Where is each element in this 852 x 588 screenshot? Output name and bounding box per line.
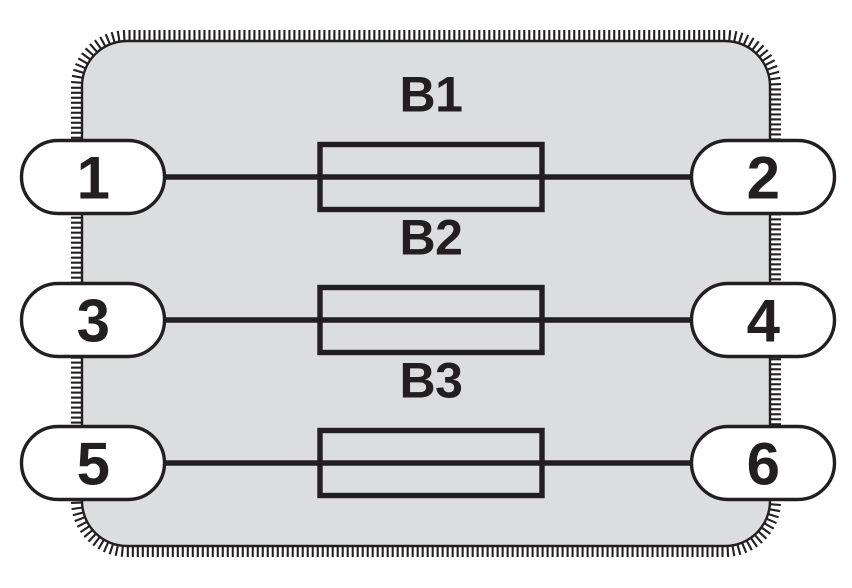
- block-b3[interactable]: [317, 427, 545, 499]
- hatch-tick: [84, 47, 95, 57]
- branch-2: B2 3 4: [19, 210, 837, 359]
- hatch-tick: [75, 62, 87, 70]
- branch-3: B3 5 6: [19, 353, 837, 502]
- hatch-tick: [71, 74, 83, 79]
- terminal-5[interactable]: [19, 424, 167, 502]
- terminal-1[interactable]: [19, 138, 167, 216]
- terminal-3[interactable]: [19, 281, 167, 359]
- branch-1: B1 1 2: [19, 67, 837, 216]
- hatch-tick: [741, 542, 748, 554]
- hatch-tick: [755, 44, 765, 55]
- hatch-tick: [769, 503, 781, 507]
- hatch-tick: [736, 543, 742, 556]
- hatch-tick: [122, 30, 126, 42]
- hatch-tick: [94, 39, 103, 50]
- hatch-tick: [747, 37, 755, 48]
- hatch-tick: [97, 539, 105, 550]
- block-label-b1: B1: [400, 67, 463, 123]
- hatch-tick: [749, 537, 758, 548]
- hatch-tick: [765, 517, 777, 525]
- hatch-tick: [757, 530, 768, 540]
- hatch-tick: [769, 508, 781, 513]
- hatch-tick: [726, 545, 730, 557]
- hatch-tick: [728, 30, 732, 42]
- hatch-tick: [737, 32, 744, 44]
- terminal-4[interactable]: [689, 281, 837, 359]
- block-label-b3: B3: [400, 353, 463, 409]
- hatch-tick: [71, 506, 83, 511]
- branch-rows: B1 1 2B2 3 4B3 5 6: [19, 67, 837, 502]
- hatch-tick: [742, 34, 750, 46]
- hatch-tick: [110, 31, 116, 44]
- hatch-tick: [733, 30, 738, 43]
- hatch-tick: [74, 516, 86, 523]
- terminal-6[interactable]: [689, 424, 837, 502]
- terminal-label-5: 5: [77, 431, 110, 498]
- hatch-tick: [753, 534, 763, 544]
- hatch-tick: [769, 76, 781, 81]
- hatch-tick: [751, 40, 760, 51]
- hatch-tick: [120, 545, 124, 557]
- hatch-tick: [102, 541, 110, 553]
- block-b2[interactable]: [317, 284, 545, 356]
- hatch-tick: [114, 544, 119, 557]
- hatch-tick: [92, 536, 101, 547]
- hatch-tick: [766, 64, 778, 71]
- enclosure-fill: [82, 41, 770, 546]
- hatch-tick: [87, 532, 97, 543]
- terminal-label-3: 3: [77, 288, 110, 355]
- block-label-b2: B2: [400, 210, 463, 266]
- block-b1[interactable]: [317, 141, 545, 213]
- hatch-tick: [108, 543, 115, 555]
- hatch-tick: [76, 520, 88, 528]
- terminal-label-1: 1: [77, 145, 110, 212]
- hatch-tick: [116, 30, 121, 42]
- hatch-tick: [79, 525, 91, 534]
- hatch-tick: [745, 539, 753, 551]
- hatch-tick: [758, 49, 769, 58]
- hatch-tick: [768, 70, 780, 76]
- hatch-tick: [763, 522, 775, 530]
- hatch-tick: [81, 52, 92, 61]
- hatch-tick: [767, 513, 779, 519]
- hatch-tick: [104, 33, 111, 45]
- hatch-tick: [89, 43, 99, 53]
- hatch-tick: [73, 68, 85, 74]
- hatch-tick: [761, 53, 773, 62]
- terminal-2[interactable]: [689, 138, 837, 216]
- hatch-tick: [83, 529, 94, 538]
- terminal-label-4: 4: [747, 288, 781, 355]
- hatch-tick: [72, 511, 84, 517]
- hatch-tick: [760, 526, 771, 535]
- hatch-tick: [731, 545, 736, 557]
- hatch-tick: [99, 36, 107, 48]
- hatch-tick: [71, 80, 83, 84]
- terminal-label-6: 6: [747, 431, 780, 498]
- terminal-label-2: 2: [747, 145, 780, 212]
- hatch-tick: [764, 59, 776, 67]
- hatch-tick: [77, 57, 89, 65]
